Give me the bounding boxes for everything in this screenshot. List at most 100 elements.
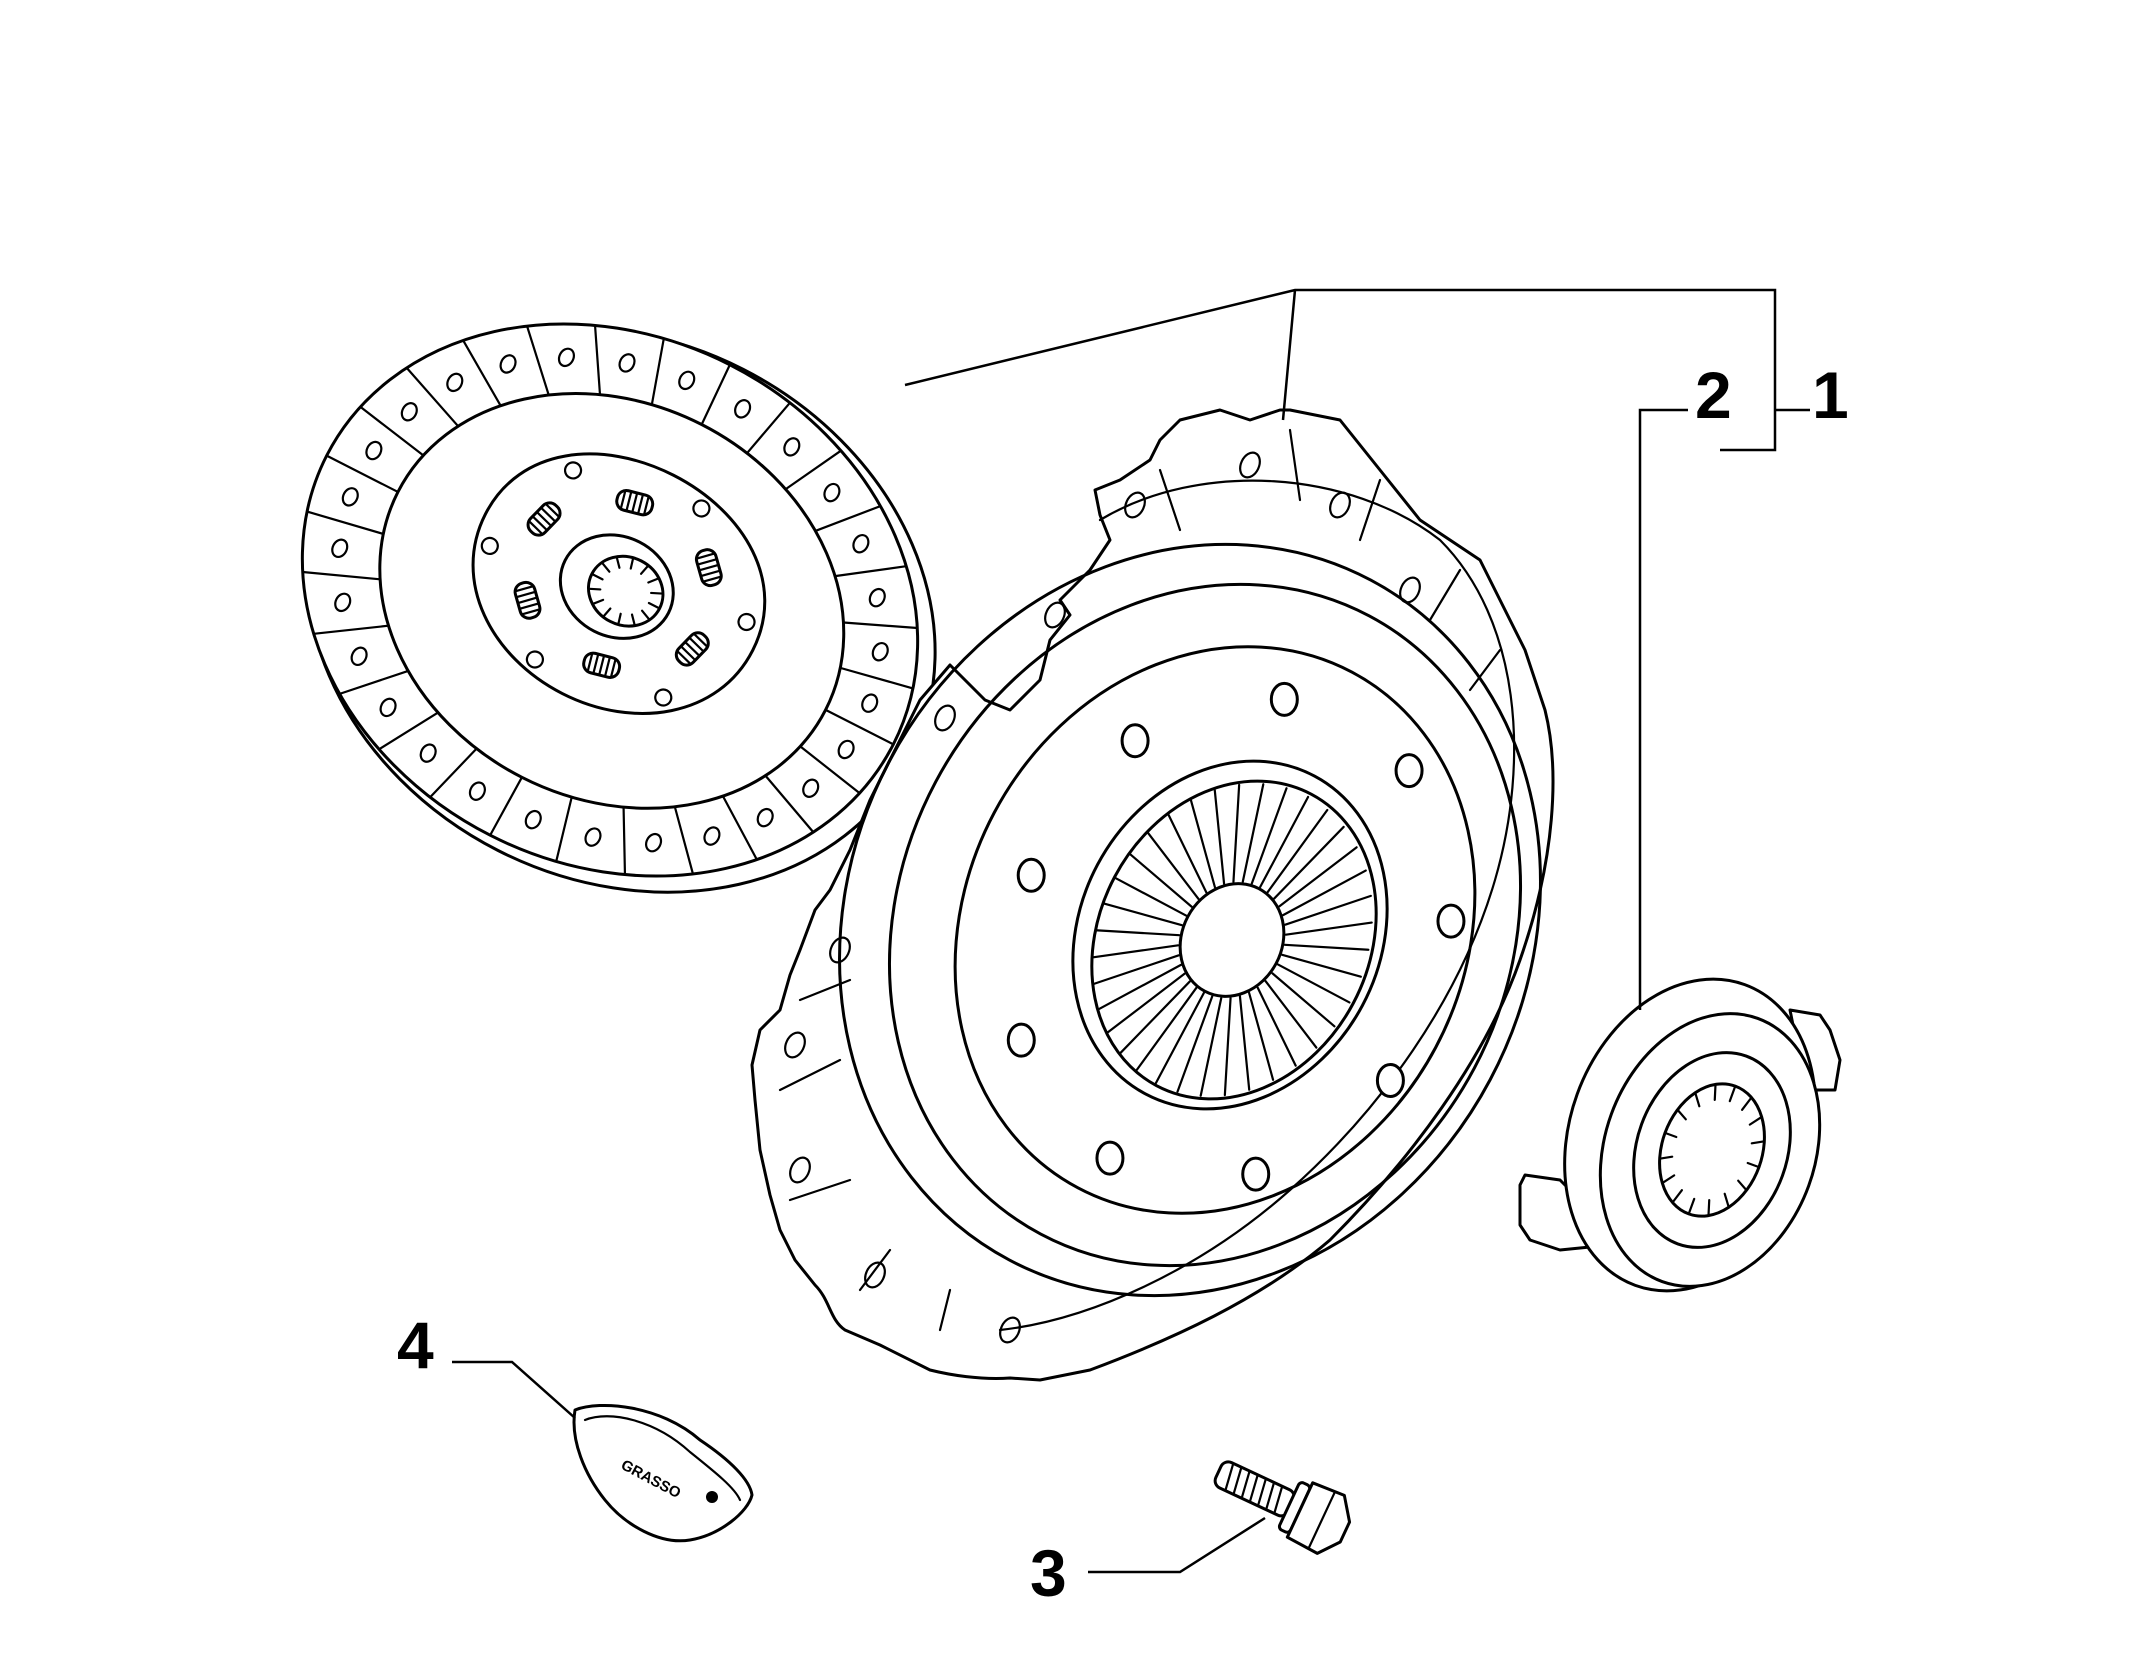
bearing-spline [1671,1189,1684,1204]
friction-rivet [802,778,820,798]
friction-segment-groove [799,745,861,795]
diaphragm-finger-slot [1256,986,1297,1067]
damper-spring-coil [697,558,717,566]
damper-spring-coil [519,602,539,610]
hub-flange-hole [737,612,756,632]
diaphragm-outer-ring [1071,759,1389,1111]
plate-bolt-hole [1269,681,1299,717]
diaphragm-finger-slot [1167,813,1208,894]
callout-2: 2 [1695,358,1732,432]
plate-bolt-hole [1375,1062,1405,1098]
friction-rivet [446,372,464,393]
friction-segment-groove [824,708,895,746]
damper-spring-coil [695,552,716,560]
bearing-spline [1737,1179,1748,1192]
diaphragm-finger-slot [1276,963,1351,1004]
friction-rivet [379,697,397,718]
friction-segment-groove [814,505,882,533]
friction-rivet [557,347,576,368]
hub-spline [592,598,605,605]
friction-rivet [400,402,418,422]
friction-segment-groove [305,510,385,536]
damper-spring-coil [693,632,709,648]
cover-mounting-holes [784,451,1421,1344]
damper-spring-coil [532,515,548,531]
hub-flange-hole [563,461,583,480]
hub-spline [588,587,602,591]
friction-rivet [756,807,774,828]
friction-segment-groove [429,747,478,799]
bearing-spline [1728,1085,1737,1103]
diaphragm-finger-slot [1238,995,1251,1091]
diaphragm-finger-slot [1113,876,1188,917]
damper-spring-coil [516,590,536,599]
diaphragm-finger-slot [1232,783,1241,884]
bolt-threads [1224,1463,1284,1514]
callout-4: 4 [397,1308,434,1382]
friction-rivet [837,739,855,760]
damper-spring [694,548,723,588]
friction-rivet [644,832,663,853]
grease-tube-dot [706,1491,718,1503]
diaphragm-finger-slot [1176,995,1214,1093]
friction-segment-groove [312,624,390,635]
cover-hole [864,1261,886,1289]
pressure-plate-bolt-holes [1006,681,1466,1192]
damper-spring-coil [676,650,692,665]
bearing-spline [1694,1091,1701,1108]
damper-spring-coil [592,653,600,674]
friction-rivet [331,538,349,559]
grease-tube: GRASSO [572,1404,754,1543]
friction-segment-groove [338,669,410,695]
friction-rivet [703,826,721,846]
leader-2 [1638,408,1688,1010]
friction-rivet [678,370,696,391]
diaphragm-finger-slot [1106,972,1186,1034]
damper-springs [513,488,723,679]
bearing-spline [1748,1115,1763,1126]
friction-segment-groove [377,711,440,751]
callout-1: 1 [1812,358,1849,432]
hub-flange-hole [692,499,711,518]
plate-bolt-hole [1436,903,1466,939]
damper-spring-coil [544,503,560,518]
friction-rivet [783,437,801,457]
friction-rivet [524,809,542,830]
damper-spring [526,501,562,537]
bearing-spline [1750,1140,1766,1145]
clutch-disc [300,322,937,894]
friction-rivet [419,743,437,763]
bearing-spline [1661,1174,1676,1185]
friction-segments [301,324,919,876]
bolt-hex-head [1285,1481,1352,1555]
bearing-spline [1676,1108,1687,1121]
friction-rivet [584,827,602,847]
friction-rivet [868,587,886,608]
bearing-spline [1658,1155,1674,1160]
bolt-thread [1224,1463,1235,1491]
bearing-spline [1713,1083,1717,1101]
plate-bolt-hole [1120,723,1150,759]
bearing-spline [1707,1199,1711,1217]
pressure-plate [750,408,1555,1382]
diaphragm-finger-slot [1278,846,1358,908]
plate-bolt-hole [1095,1140,1125,1176]
diaphragm-finger-slot [1284,894,1372,926]
release-bearing-inner-ring [1632,1051,1792,1249]
friction-rivet [852,533,870,554]
damper-spring [513,580,542,620]
diaphragm-finger-slot [1223,996,1232,1097]
diaphragm-finger-slot [1189,799,1217,889]
hub-flange [471,452,767,715]
damper-spring-coil [688,637,705,652]
diaphragm-finger-slot [1091,944,1180,959]
hub-flange-hole [480,536,499,556]
friction-segment-groove [700,363,731,426]
diaphragm-finger-slot [1199,997,1223,1097]
cover-hole [829,936,851,964]
kit-bracket-leader [904,288,1810,452]
grease-tube-body [572,1404,754,1543]
bearing-spline [1746,1161,1761,1169]
cover-hole [934,704,956,732]
